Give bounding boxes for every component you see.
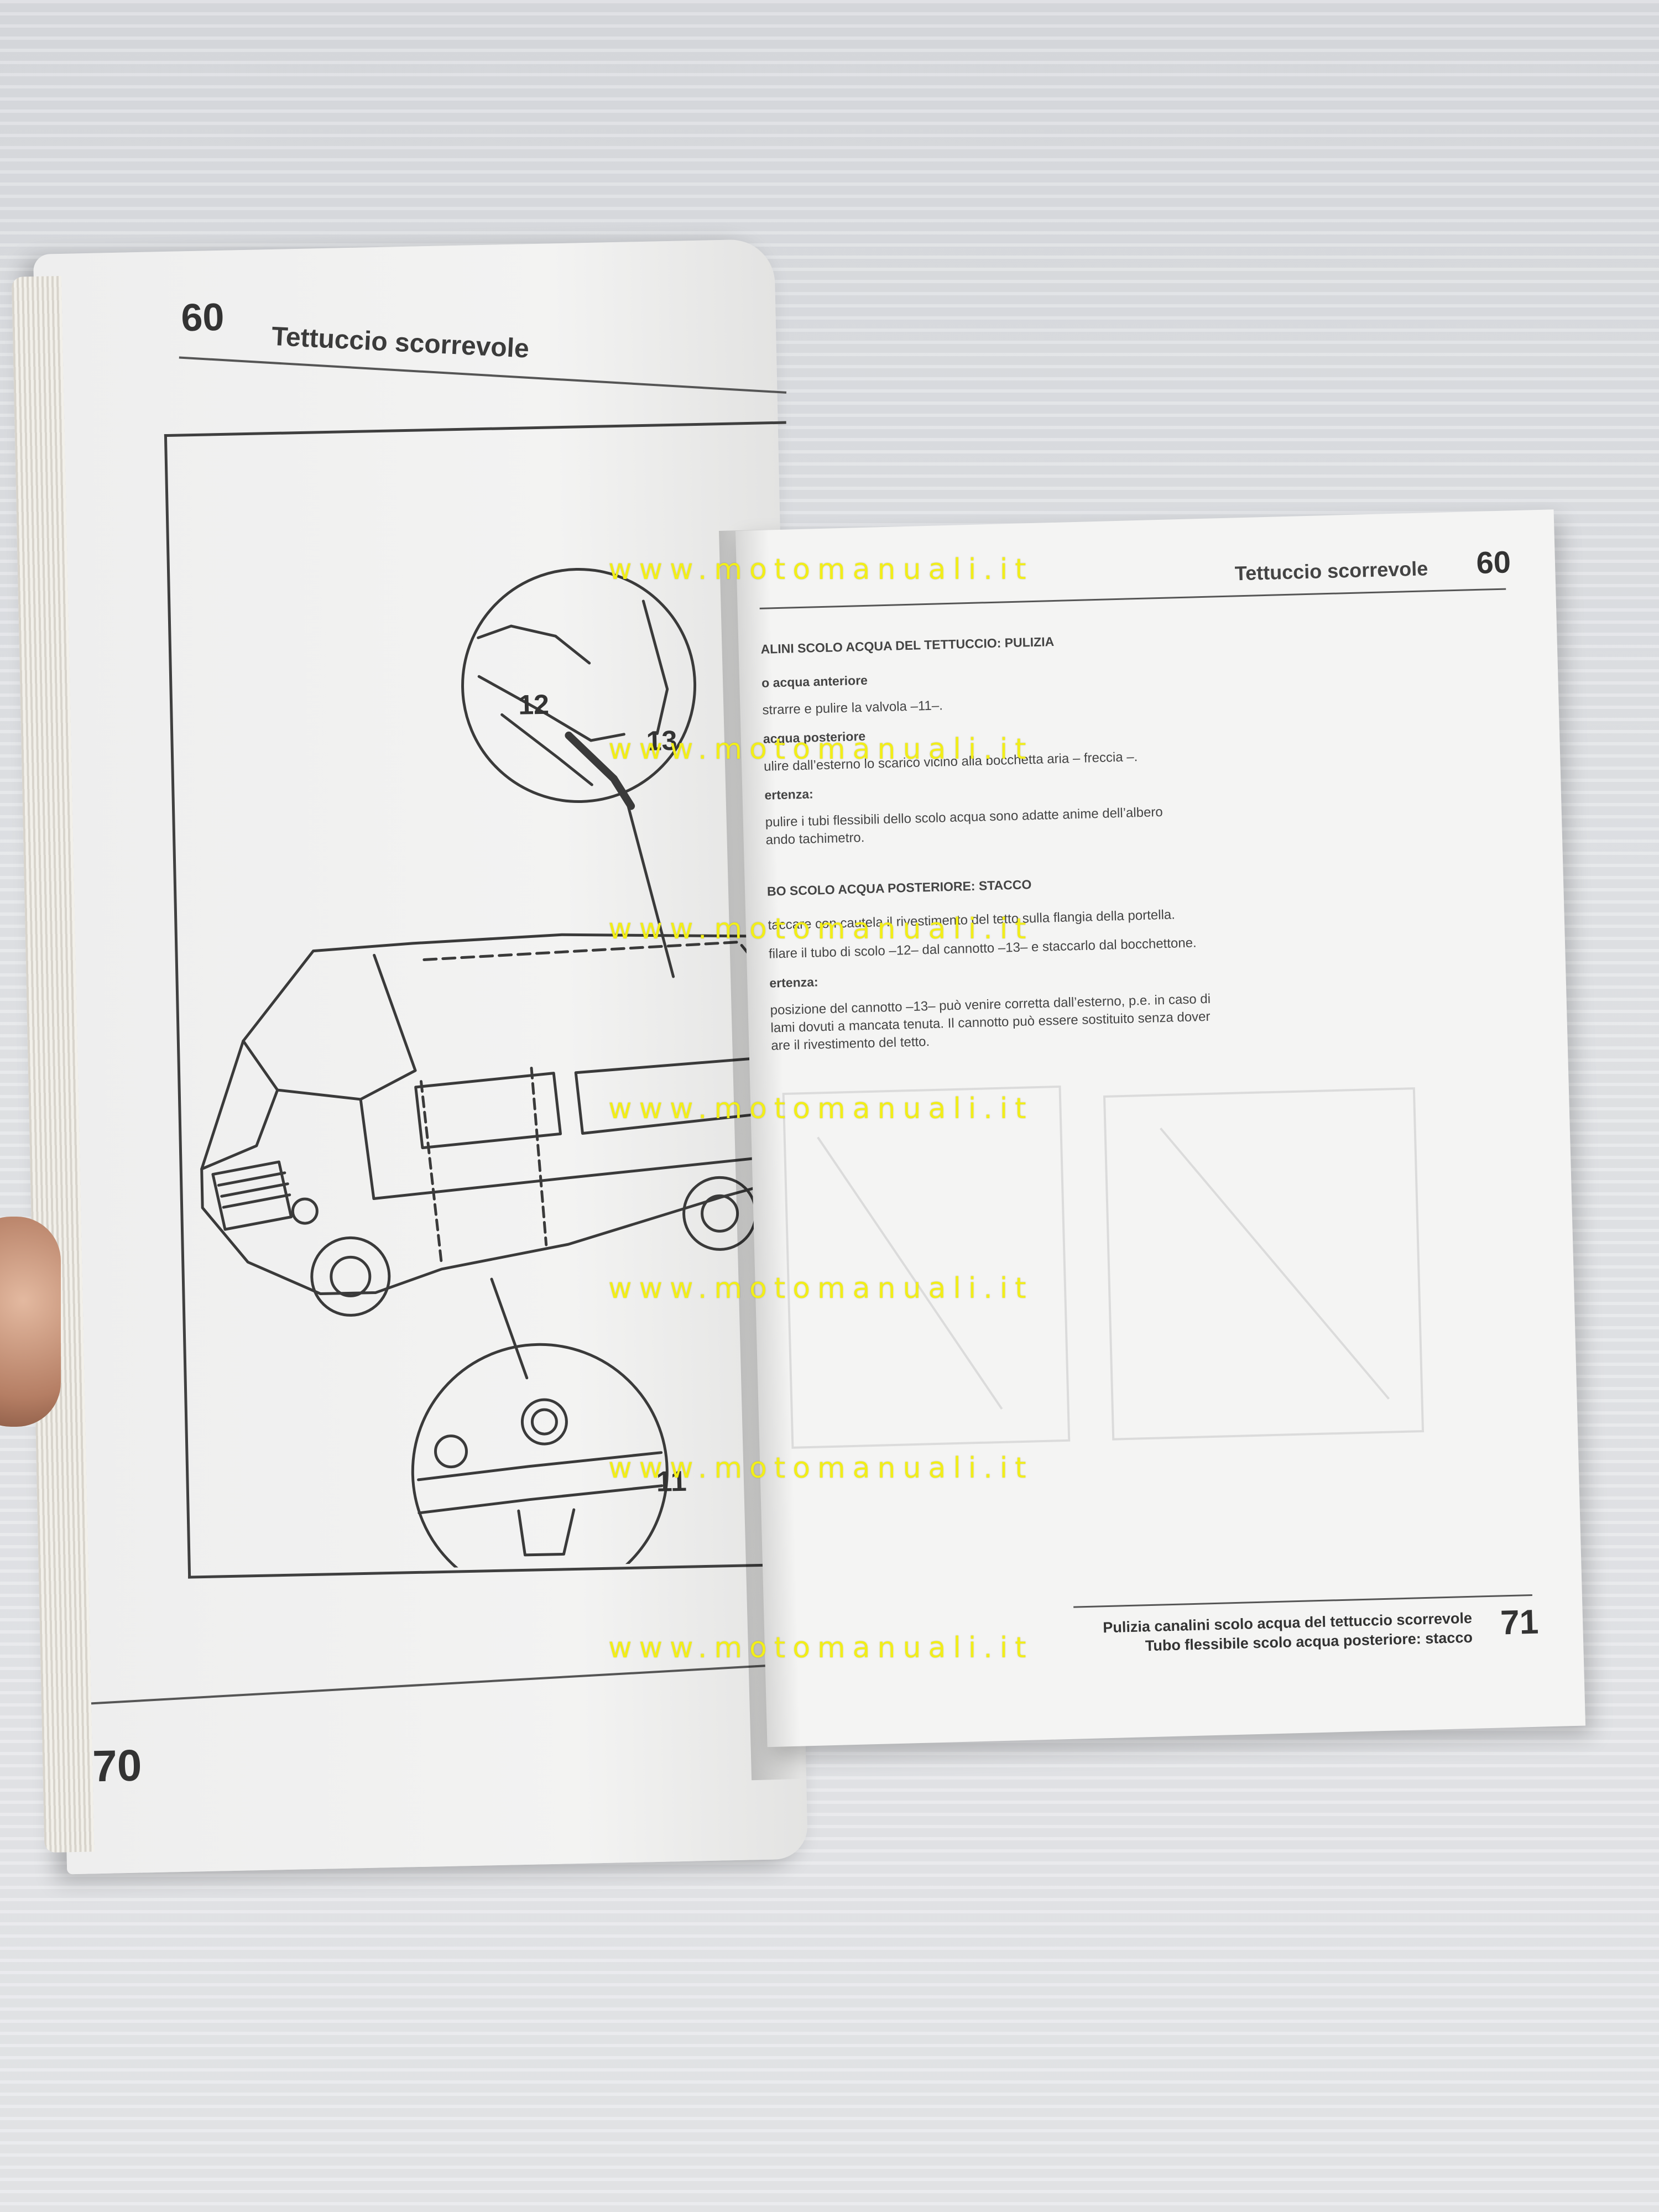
right-chapter-title: Tettuccio scorrevole xyxy=(1234,557,1428,585)
callout-13: 13 xyxy=(646,725,677,757)
detail-circle-front xyxy=(411,1343,669,1573)
watermark-1: www.motomanuali.it xyxy=(608,553,1034,586)
detail-circle-rear xyxy=(461,568,697,804)
right-page-number: 71 xyxy=(1500,1603,1540,1642)
note-label-2: ertenza: xyxy=(769,974,818,990)
watermark-2: www.motomanuali.it xyxy=(608,733,1034,766)
left-chapter-number: 60 xyxy=(180,295,225,340)
left-page: 60 Tettuccio scorrevole xyxy=(11,238,810,1875)
section-heading-removal: BO SCOLO ACQUA POSTERIORE: STACCO xyxy=(766,877,1032,899)
thumb xyxy=(0,1217,61,1427)
section-heading-cleaning: ALINI SCOLO ACQUA DEL TETTUCCIO: PULIZIA xyxy=(760,634,1055,656)
watermark-6: www.motomanuali.it xyxy=(608,1452,1034,1485)
watermark-3: www.motomanuali.it xyxy=(608,912,1034,946)
left-footer-rule xyxy=(91,1662,804,1705)
right-footer-rule xyxy=(1073,1594,1532,1608)
callout-12: 12 xyxy=(518,689,550,721)
right-page-text: ALINI SCOLO ACQUA DEL TETTUCCIO: PULIZIA… xyxy=(760,624,1396,1066)
left-page-number: 70 xyxy=(92,1740,143,1791)
step-clean-valve: strarre e pulire la valvola –11–. xyxy=(762,698,943,718)
right-chapter-number: 60 xyxy=(1475,544,1511,580)
van-illustration: 12 13 11 xyxy=(200,568,801,1573)
bleed-through-drawing xyxy=(782,1085,1425,1449)
watermark-4: www.motomanuali.it xyxy=(608,1092,1034,1125)
callout-11: 11 xyxy=(656,1465,687,1498)
note-label-1: ertenza: xyxy=(764,786,814,802)
watermark-5: www.motomanuali.it xyxy=(608,1272,1034,1305)
right-header-rule xyxy=(759,588,1506,609)
left-chapter-title: Tettuccio scorrevole xyxy=(270,321,530,364)
right-page: Tettuccio scorrevole 60 ALINI SCOLO ACQU… xyxy=(735,509,1586,1747)
subheading-front-drain: o acqua anteriore xyxy=(761,672,868,690)
watermark-7: www.motomanuali.it xyxy=(608,1631,1034,1665)
front-wheel xyxy=(310,1236,391,1317)
